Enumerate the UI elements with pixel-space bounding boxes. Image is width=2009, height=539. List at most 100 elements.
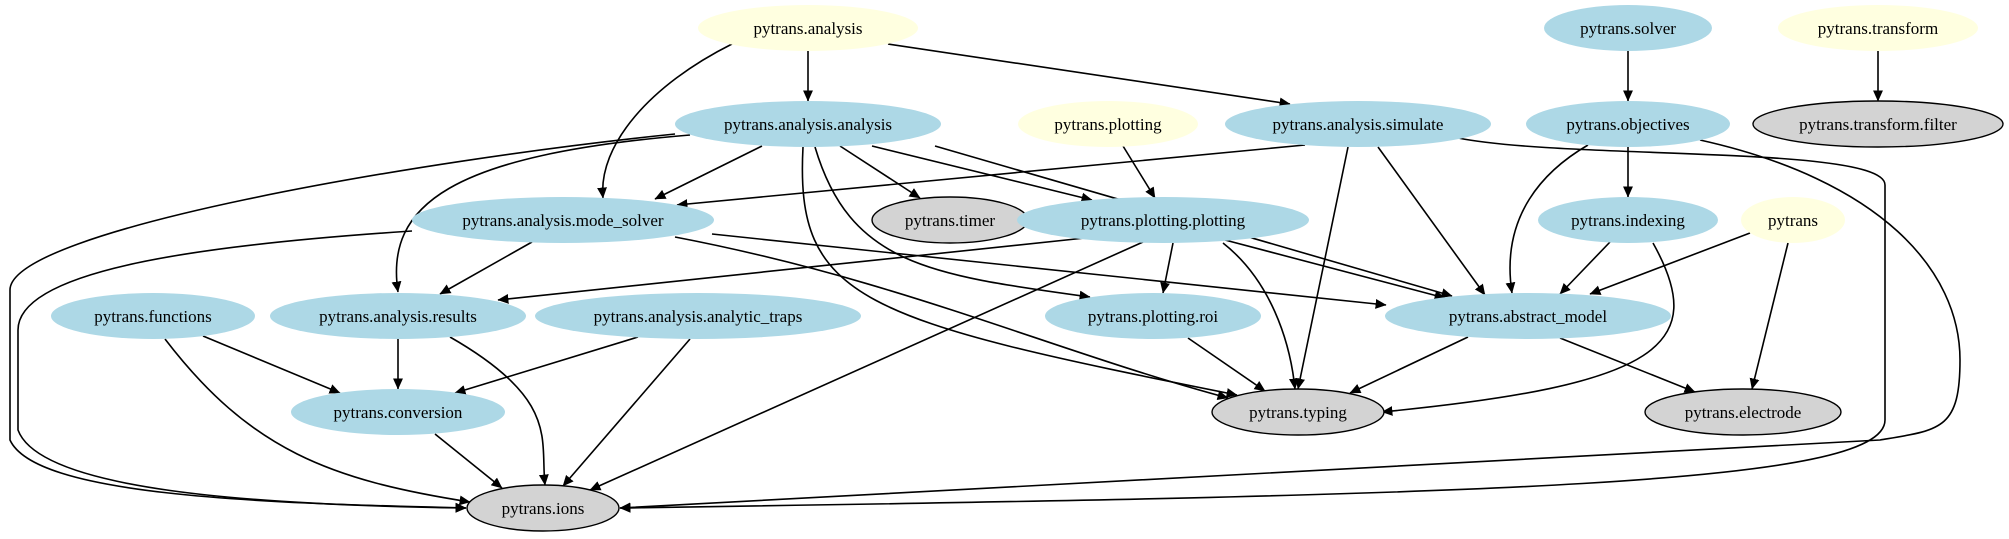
edge-pytrans-conversion-to-pytrans-ions — [434, 433, 503, 489]
node-pytrans-solver[interactable]: pytrans.solver — [1544, 5, 1712, 51]
node-pytrans-ions[interactable]: pytrans.ions — [466, 484, 620, 532]
edge-pytrans-analysis-simulate-to-pytrans-analysis-mode-solver — [676, 144, 1306, 209]
edge-pytrans-abstract-model-to-pytrans-typing — [1349, 336, 1469, 394]
node-shape-pytrans-analysis-results — [270, 293, 526, 339]
node-shape-pytrans-transform — [1778, 5, 1978, 51]
node-label-pytrans-plotting: pytrans.plotting — [1054, 115, 1162, 134]
node-pytrans-analysis-analytic-traps[interactable]: pytrans.analysis.analytic_traps — [535, 293, 861, 339]
edge-pytrans-analysis-mode-solver-to-pytrans-typing — [674, 236, 1229, 401]
node-pytrans-analysis-simulate[interactable]: pytrans.analysis.simulate — [1225, 101, 1491, 147]
edge-pytrans-analysis-simulate-to-pytrans-typing — [1295, 146, 1349, 390]
node-label-pytrans-analysis-analytic-traps: pytrans.analysis.analytic_traps — [594, 307, 803, 326]
node-label-pytrans: pytrans — [1768, 211, 1818, 230]
edge-pytrans-functions-to-pytrans-conversion — [202, 335, 341, 394]
node-pytrans-indexing[interactable]: pytrans.indexing — [1538, 197, 1718, 243]
edge-pytrans-analysis-analysis-to-pytrans-analysis-mode-solver — [654, 145, 763, 200]
node-pytrans-analysis-mode-solver[interactable]: pytrans.analysis.mode_solver — [412, 197, 714, 243]
node-pytrans-functions[interactable]: pytrans.functions — [51, 293, 255, 339]
node-label-pytrans-transform-filter: pytrans.transform.filter — [1799, 115, 1957, 134]
node-label-pytrans-indexing: pytrans.indexing — [1571, 211, 1685, 230]
edge-pytrans-objectives-to-pytrans-ions — [619, 139, 1961, 513]
edge-pytrans-indexing-to-pytrans-typing — [1381, 242, 1675, 416]
node-pytrans-analysis-analysis[interactable]: pytrans.analysis.analysis — [675, 101, 941, 147]
edge-pytrans-objectives-to-pytrans-abstract-model — [1505, 144, 1589, 294]
node-pytrans-plotting-plotting[interactable]: pytrans.plotting.plotting — [1017, 197, 1309, 243]
node-label-pytrans-electrode: pytrans.electrode — [1685, 403, 1802, 422]
node-shape-pytrans-conversion — [291, 389, 505, 435]
node-pytrans-abstract-model[interactable]: pytrans.abstract_model — [1385, 293, 1671, 339]
node-pytrans-conversion[interactable]: pytrans.conversion — [291, 389, 505, 435]
edge-pytrans-analysis-results-to-pytrans-ions — [449, 336, 549, 486]
edge-pytrans-analysis-mode-solver-to-pytrans-abstract-model — [711, 233, 1387, 309]
edge-pytrans-plotting-plotting-to-pytrans-abstract-model — [1224, 239, 1446, 301]
node-pytrans-transform-filter[interactable]: pytrans.transform.filter — [1752, 100, 2004, 148]
node-label-pytrans-solver: pytrans.solver — [1580, 19, 1676, 38]
node-label-pytrans-analysis-mode-solver: pytrans.analysis.mode_solver — [462, 211, 663, 230]
edge-pytrans-analysis-simulate-to-pytrans-abstract-model — [1377, 146, 1486, 296]
edge-pytrans-analysis-mode-solver-to-pytrans-ions — [17, 230, 467, 513]
node-shape-pytrans-analysis — [698, 5, 918, 51]
node-label-pytrans-ions: pytrans.ions — [502, 499, 585, 518]
node-pytrans-transform[interactable]: pytrans.transform — [1778, 5, 1978, 51]
edge-pytrans-plotting-plotting-to-pytrans-plotting-roi — [1160, 242, 1174, 294]
edge-pytrans-analysis-analysis-to-pytrans-ions — [9, 133, 676, 513]
edge-pytrans-to-pytrans-electrode — [1749, 242, 1789, 390]
edge-pytrans-analysis-to-pytrans-analysis-mode-solver — [597, 43, 733, 199]
node-label-pytrans-analysis-analysis: pytrans.analysis.analysis — [724, 115, 892, 134]
node-label-pytrans-plotting-roi: pytrans.plotting.roi — [1088, 307, 1219, 326]
node-shape-pytrans — [1741, 197, 1845, 243]
node-shape-pytrans-analysis-mode-solver — [412, 197, 714, 243]
node-label-pytrans-conversion: pytrans.conversion — [334, 403, 463, 422]
edge-pytrans-analysis-analysis-to-pytrans-timer — [839, 145, 921, 199]
edge-pytrans-plotting-plotting-to-pytrans-analysis-results — [497, 237, 1086, 304]
node-shape-pytrans-indexing — [1538, 197, 1718, 243]
node-label-pytrans-analysis: pytrans.analysis — [753, 19, 862, 38]
node-label-pytrans-analysis-results: pytrans.analysis.results — [319, 307, 477, 326]
edge-pytrans-plotting-roi-to-pytrans-typing — [1187, 337, 1266, 392]
node-shape-pytrans-solver — [1544, 5, 1712, 51]
node-pytrans-electrode[interactable]: pytrans.electrode — [1644, 388, 1842, 436]
edge-pytrans-analysis-simulate-to-pytrans-ions — [619, 137, 1886, 513]
node-shape-pytrans-plotting-plotting — [1017, 197, 1309, 243]
edge-pytrans-indexing-to-pytrans-abstract-model — [1559, 241, 1611, 295]
node-label-pytrans-transform: pytrans.transform — [1818, 19, 1938, 38]
node-label-pytrans-typing: pytrans.typing — [1249, 403, 1347, 422]
edge-pytrans-analysis-analysis-to-pytrans-plotting-plotting — [871, 145, 1093, 203]
edge-pytrans-analysis-analysis-to-pytrans-typing — [801, 146, 1238, 398]
edge-pytrans-analysis-to-pytrans-analysis-simulate — [887, 43, 1291, 108]
node-label-pytrans-plotting-plotting: pytrans.plotting.plotting — [1081, 211, 1246, 230]
node-pytrans-analysis[interactable]: pytrans.analysis — [698, 5, 918, 51]
node-pytrans-objectives[interactable]: pytrans.objectives — [1526, 101, 1730, 147]
edge-layer — [9, 43, 1961, 513]
edge-pytrans-plotting-to-pytrans-plotting-plotting — [1122, 145, 1156, 199]
edge-pytrans-analysis-analytic-traps-to-pytrans-ions — [562, 338, 691, 487]
node-pytrans-plotting-roi[interactable]: pytrans.plotting.roi — [1045, 293, 1261, 339]
node-pytrans-timer[interactable]: pytrans.timer — [871, 196, 1029, 244]
node-shape-pytrans-plotting-roi — [1045, 293, 1261, 339]
node-shape-pytrans-analysis-analytic-traps — [535, 293, 861, 339]
node-shape-pytrans-ions — [466, 484, 620, 532]
node-shape-pytrans-analysis-simulate — [1225, 101, 1491, 147]
node-pytrans-typing[interactable]: pytrans.typing — [1211, 388, 1385, 436]
edge-pytrans-plotting-plotting-to-pytrans-typing — [1222, 242, 1299, 390]
node-pytrans-analysis-results[interactable]: pytrans.analysis.results — [270, 293, 526, 339]
node-shape-pytrans-transform-filter — [1752, 100, 2004, 148]
edge-pytrans-plotting-plotting-to-pytrans-ions — [589, 241, 1144, 491]
edge-pytrans-functions-to-pytrans-ions — [164, 338, 471, 506]
node-label-pytrans-timer: pytrans.timer — [905, 211, 996, 230]
node-pytrans[interactable]: pytrans — [1741, 197, 1845, 243]
edge-pytrans-analysis-analysis-to-pytrans-plotting-roi — [814, 146, 1091, 301]
node-pytrans-plotting[interactable]: pytrans.plotting — [1018, 101, 1198, 147]
node-shape-pytrans-functions — [51, 293, 255, 339]
node-shape-pytrans-typing — [1211, 388, 1385, 436]
edge-pytrans-analysis-mode-solver-to-pytrans-analysis-results — [439, 241, 533, 295]
node-shape-pytrans-plotting — [1018, 101, 1198, 147]
node-layer: pytrans.analysis pytrans.solver pytrans.tr… — [51, 5, 2004, 532]
node-shape-pytrans-electrode — [1644, 388, 1842, 436]
edge-pytrans-to-pytrans-abstract-model — [1589, 232, 1751, 295]
node-label-pytrans-functions: pytrans.functions — [94, 307, 212, 326]
node-label-pytrans-abstract-model: pytrans.abstract_model — [1449, 307, 1607, 326]
edge-pytrans-analysis-analysis-to-pytrans-analysis-results — [391, 134, 691, 293]
node-label-pytrans-objectives: pytrans.objectives — [1566, 115, 1689, 134]
